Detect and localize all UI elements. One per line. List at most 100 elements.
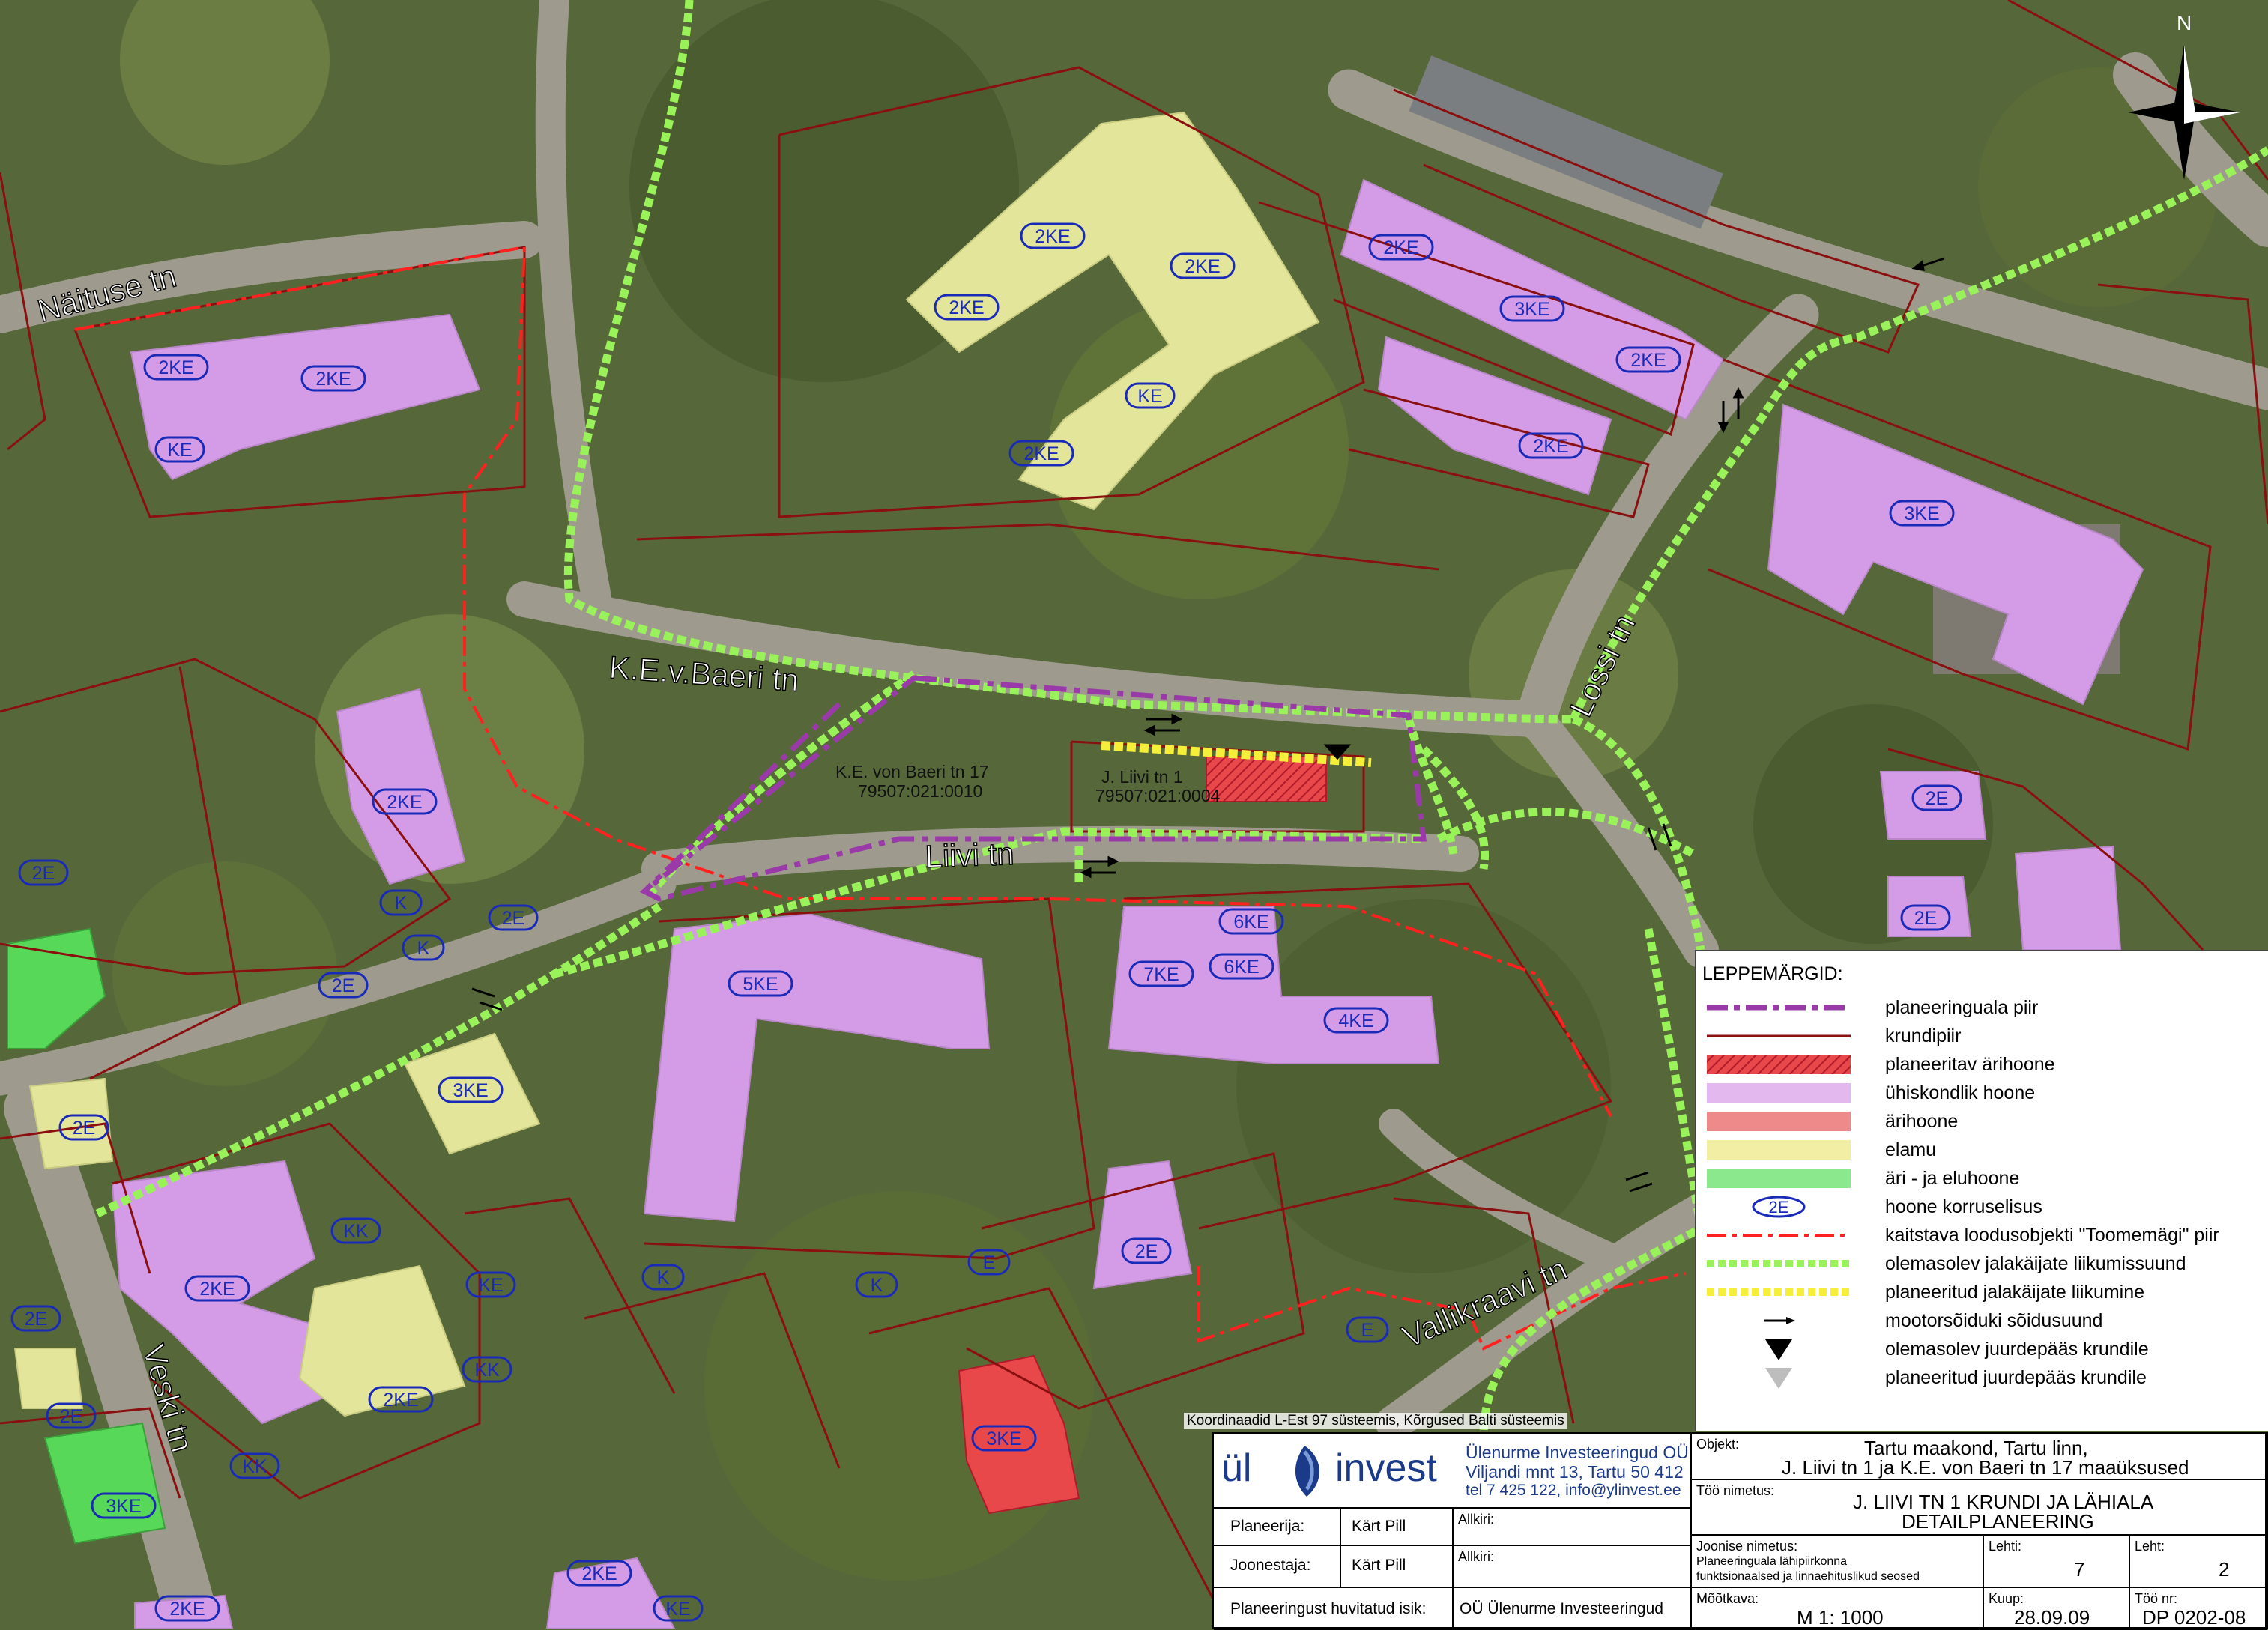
floor-tag-label: 2KE [1383,237,1418,258]
building-tags: 2KE2KEKE2KE2KE2KEKE2KE2KE3KE2KE2KE3KE2KE… [10,222,1962,1622]
drawing-line1: Planeeringuala lähipiirkonna [1696,1555,1848,1568]
parcel-label-liivi1-code: 79507:021:0004 [1095,786,1220,805]
work-name-cell: Töö nimetus: J. LIIVI TN 1 KRUNDI JA LÄH… [1692,1480,2267,1536]
legend-item-planned-footpath: planeeritud jalakäijate liikumine [1696,1278,2268,1306]
arrow-right-icon [1764,1317,1795,1324]
floor-tag: 2E [46,1402,97,1429]
floor-tag: K [402,934,445,961]
floor-tag: 3KE [1499,295,1565,322]
sheet-cell: Leht: 2 [2130,1536,2267,1588]
floor-tag: 2KE [566,1560,632,1587]
floor-tag-label: 6KE [1224,957,1259,978]
floor-tag-label: 3KE [1514,299,1549,320]
legend-item-traffic-direction: mootorsõiduki sõidusuund [1696,1306,2268,1335]
scale-cell: Mõõtkava: M 1: 1000 [1692,1588,1984,1630]
floor-tag-label: 2KE [387,792,422,813]
legend: LEPPEMÄRGID: planeeringuala piir krundip… [1695,950,2268,1431]
floor-tag-label: KE [1137,386,1162,407]
floor-tag-label: KK [474,1360,500,1381]
company-cell: ül invest Ülenurme Investeeringud OÜ Vil… [1214,1434,1692,1509]
floor-tag: 3KE [1889,500,1955,527]
floor-tag-label: 7KE [1143,964,1179,985]
floor-tag-label: 2KE [199,1279,235,1300]
plan-area-boundary [639,675,1427,902]
floor-tag-label: 2KE [1533,436,1568,457]
legend-item-planned-commercial: planeeritav ärihoone [1696,1050,2268,1079]
drafter-label-cell: Joonestaja: [1214,1546,1341,1588]
public-building-symbol [1707,1083,1851,1103]
object-line2: J. Liivi tn 1 ja K.E. von Baeri tn 17 ma… [1782,1456,2189,1479]
floor-tag: E [1346,1316,1389,1343]
logo-text-ul: ül [1221,1446,1252,1490]
floor-tag-label: K [395,893,408,914]
floor-tag: KE [1125,382,1176,409]
floor-tag-label: K [417,938,430,959]
floor-count-symbol: 2E [1752,1196,1806,1218]
floor-tag-label: 2KE [169,1599,205,1620]
floor-tag: 4KE [1323,1007,1389,1034]
floor-tag: K [641,1264,685,1291]
floor-tag: E [967,1249,1011,1276]
date-value: 28.09.09 [2014,1606,2090,1629]
company-address: Viljandi mnt 13, Tartu 50 412 [1466,1462,1684,1482]
floor-tag-label: KE [167,440,192,461]
date-cell: Kuup: 28.09.09 [1984,1588,2130,1630]
floor-tag-label: 2KE [949,297,984,318]
floor-tag: K [855,1271,898,1298]
traffic-arrows [471,257,1945,1193]
scale-value: M 1: 1000 [1797,1606,1884,1629]
legend-item-existing-footpath: olemasolev jalakäijate liikumissuund [1696,1249,2268,1278]
work-line2: DETAILPLANEERING [1902,1510,2094,1533]
floor-tag: 2E [488,904,539,931]
floor-tag: 6KE [1209,953,1274,980]
footpaths [95,0,2268,1439]
title-block: ül invest Ülenurme Investeeringud OÜ Vil… [1212,1432,2268,1630]
floor-tag: KE [154,436,205,463]
parcel-labels: K.E. von Baeri tn 17 79507:021:0010 J. L… [835,762,1220,805]
floor-tag-label: 2KE [1035,226,1070,247]
floor-tag-label: KK [242,1456,267,1477]
floor-tag: 2KE [143,354,209,381]
floor-tag: 6KE [1218,908,1284,935]
street-label-liivi: Liivi tn [925,836,1015,874]
floor-tag-label: 2KE [1630,350,1666,371]
floor-tag-label: 2E [1135,1241,1158,1262]
drawing-name-cell: Joonise nimetus: Planeeringuala lähipiir… [1692,1536,1984,1588]
floor-tag-label: KE [478,1275,503,1296]
drafter-name-cell: Kärt Pill [1341,1546,1454,1588]
floor-tag: 2KE [184,1275,250,1302]
company-contact: tel 7 425 122, info@ylinvest.ee [1466,1482,1681,1499]
floor-tag: 2KE [1518,432,1584,459]
floor-tag: 2KE [368,1386,434,1413]
floor-tag: 2E [10,1305,61,1332]
protection-boundary [74,245,1687,1351]
company-name: Ülenurme Investeeringud OÜ [1466,1443,1689,1462]
floor-tag-label: K [871,1275,883,1296]
floor-tag-label: 6KE [1233,912,1268,933]
coordinate-note: Koordinaadid L-Est 97 süsteemis, Kõrguse… [1184,1413,1567,1429]
floor-tag-label: 5KE [743,974,778,995]
floor-tag-label: 2E [60,1406,83,1427]
floor-tag-label: 2KE [315,369,351,390]
planned-commercial-symbol [1707,1055,1851,1074]
floor-tag: KK [229,1452,280,1479]
existing-footpath-symbol [1707,1260,1851,1267]
floor-tag: 2KE [372,788,438,815]
floor-tag: 5KE [728,970,793,997]
legend-item-plan-boundary: planeeringuala piir [1696,993,2268,1022]
job-number-value: DP 0202-08 [2142,1606,2246,1629]
parcel-label-baeri17-code: 79507:021:0010 [858,781,982,801]
planned-footpath [1101,741,1372,767]
floor-tag-label: 2KE [581,1563,617,1584]
floor-tag-label: 2KE [1023,443,1059,464]
logo-mark-icon [1295,1446,1319,1497]
planner-signature-cell: Allkiri: [1454,1509,1692,1546]
legend-item-protection-boundary: kaitstava loodusobjekti "Toomemägi" piir [1696,1221,2268,1249]
floor-tag: 3KE [971,1425,1037,1452]
floor-tag-label: 3KE [1904,503,1939,524]
floor-tag: 2KE [154,1595,220,1622]
floor-tag: 2E [58,1114,109,1141]
